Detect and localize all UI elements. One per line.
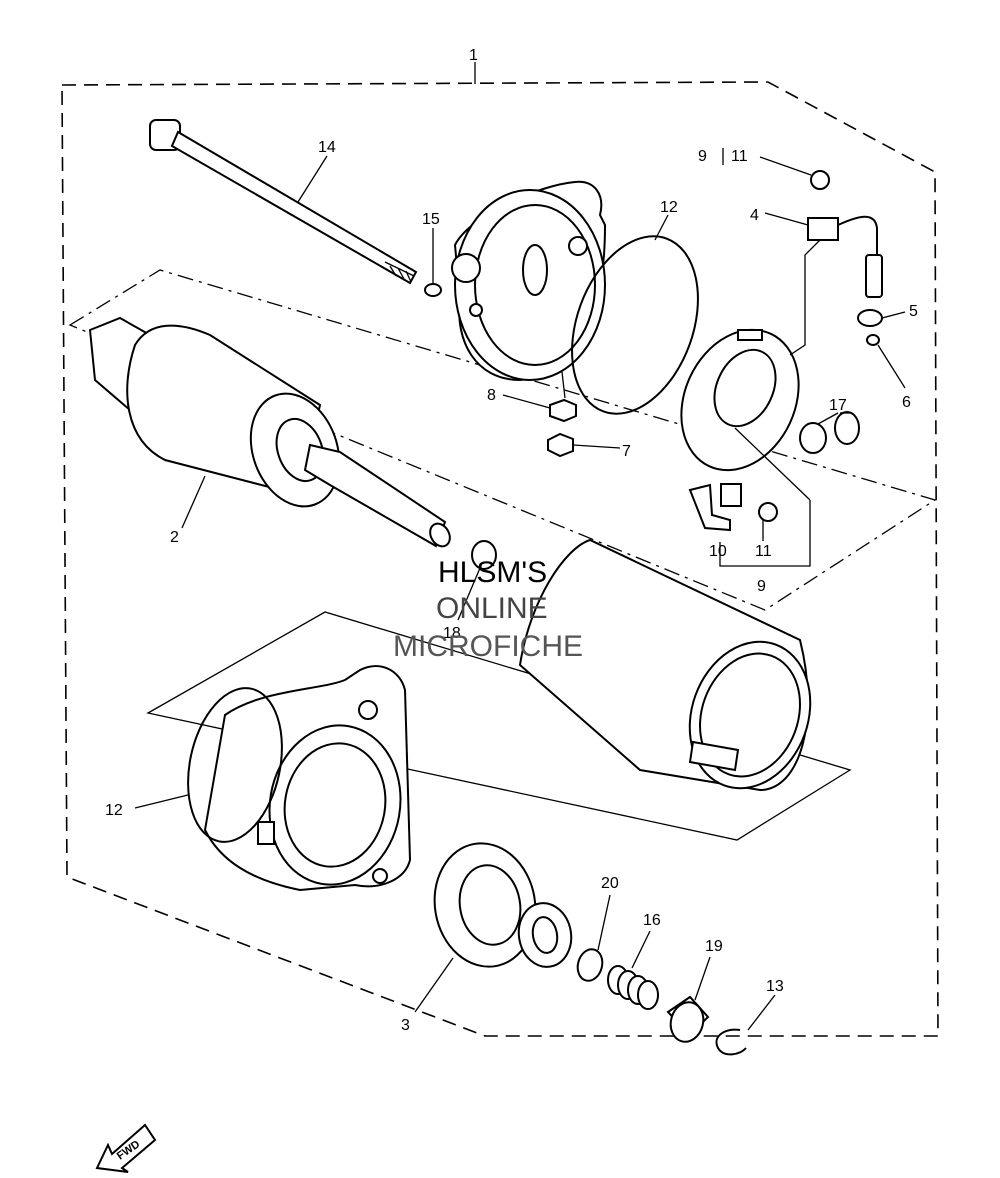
callout-11-top: 11 [731,148,748,165]
washer-20 [576,948,604,982]
leader-20 [597,894,611,951]
leader-5 [881,311,906,319]
nut [549,398,577,423]
callout-9-bottom: 9 [757,578,766,595]
callout-14: 14 [318,139,336,156]
leader-18 [457,567,481,621]
leader-13 [747,994,776,1031]
leader-12-lower [134,794,189,809]
leader-9-group [734,427,811,501]
alignment-plane-upper [68,269,937,611]
watermark-line-2: ONLINE [436,592,548,625]
callout-20: 20 [601,875,619,892]
circlip [715,1028,747,1056]
leader-3 [414,957,454,1013]
brush-spring-lower [758,502,778,522]
callout-17: 17 [829,397,847,414]
fwd-arrow-icon: FWD [95,1123,157,1173]
callout-3: 3 [401,1017,410,1034]
callout-1: 1 [469,47,478,64]
hex-nut [547,432,574,458]
stud-line [561,371,566,399]
terminal-lead [789,215,883,356]
bracket-9-lower [719,500,811,567]
callout-4: 4 [750,207,759,224]
rear-cover [451,180,607,382]
callout-5: 5 [909,303,918,320]
leader-8 [502,394,551,409]
leader-16 [631,930,651,969]
watermark-line-3: MICROFICHE [393,630,583,663]
o-ring-rear-cover [571,235,699,415]
callout-12-bottom: 12 [105,802,123,819]
alignment-plane-lower [146,611,852,841]
through-bolt [149,119,418,285]
callout-18: 18 [443,625,461,642]
callout-7: 7 [622,443,631,460]
callout-6: 6 [902,394,911,411]
collar [666,995,710,1043]
o-ring-small [424,283,442,297]
o-ring-front-cover [187,687,283,843]
washer-17b [834,411,860,445]
o-ring-tiny [866,334,880,346]
brush-spring [810,170,830,190]
callout-15: 15 [422,211,440,228]
watermark-line-1: HLSM'S [438,556,547,589]
leader-19 [694,956,711,1001]
callout-13: 13 [766,978,784,995]
callout-10: 10 [709,543,727,560]
armature [88,316,451,548]
leader-14 [297,155,328,203]
leader-2 [181,475,206,529]
leader-17a [817,412,839,425]
leader-6 [877,344,906,389]
callout-12-top: 12 [660,199,678,216]
leader-12-upper [654,214,669,241]
callout-19: 19 [705,938,723,955]
washer-17a [799,422,827,454]
callout-9-top: 9 [698,148,707,165]
callout-8: 8 [487,387,496,404]
insulator-washer [857,309,883,327]
washer-18 [471,540,497,570]
leader-11-top [759,156,812,176]
spring [607,965,659,1010]
assembly-boundary [61,81,939,1037]
brush-holder [688,483,742,532]
callout-11-bottom: 11 [755,543,772,560]
leader-7 [572,444,621,449]
front-cover [203,665,412,892]
callout-16: 16 [643,912,661,929]
yoke [518,538,812,792]
starter-clutch [433,842,573,968]
leader-4 [764,212,809,226]
brush-plate [680,328,800,472]
callout-2: 2 [170,529,179,546]
